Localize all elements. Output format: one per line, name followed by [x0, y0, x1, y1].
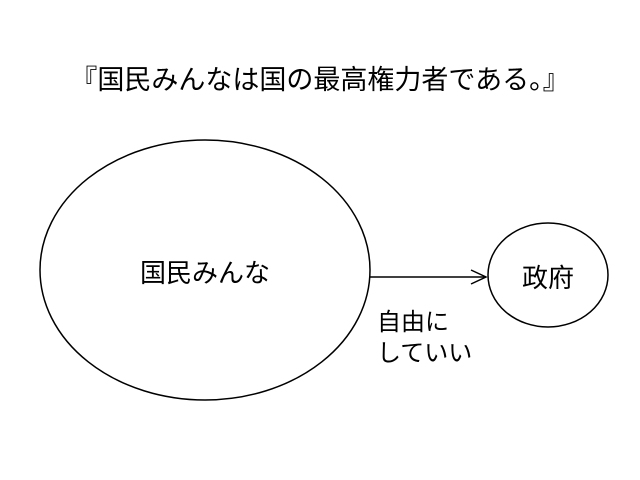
diagram-title: 『国民みんなは国の最高権力者である。』 [70, 65, 570, 96]
edge-label-line1: 自由に [377, 308, 449, 336]
arrowhead-icon [470, 269, 488, 285]
government-node-label: 政府 [521, 264, 574, 294]
people-node-label: 国民みんな [139, 259, 270, 289]
government-node-ellipse [487, 222, 609, 328]
edge-label-line2: していい [377, 339, 473, 367]
people-node-ellipse [39, 139, 371, 401]
